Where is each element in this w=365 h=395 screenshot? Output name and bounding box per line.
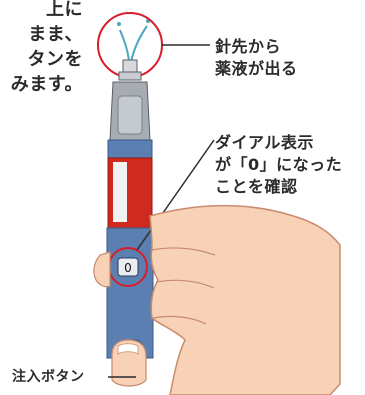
dial-callout-line: [136, 139, 215, 251]
instruction-text: 上に まま、 タンを みます。: [10, 0, 83, 95]
hand: [93, 204, 341, 395]
label-needle-liquid: 針先から 薬液が出る: [215, 37, 298, 78]
dial-window: [117, 257, 139, 277]
label-injection-button: 注入ボタン: [12, 369, 85, 385]
dial-value: 0: [124, 261, 132, 275]
label-dial-zero: ダイアル表示 が「0」になった ことを確認: [215, 133, 343, 196]
liquid-spray-icon: [117, 19, 150, 63]
injection-pen: 0: [106, 59, 154, 361]
